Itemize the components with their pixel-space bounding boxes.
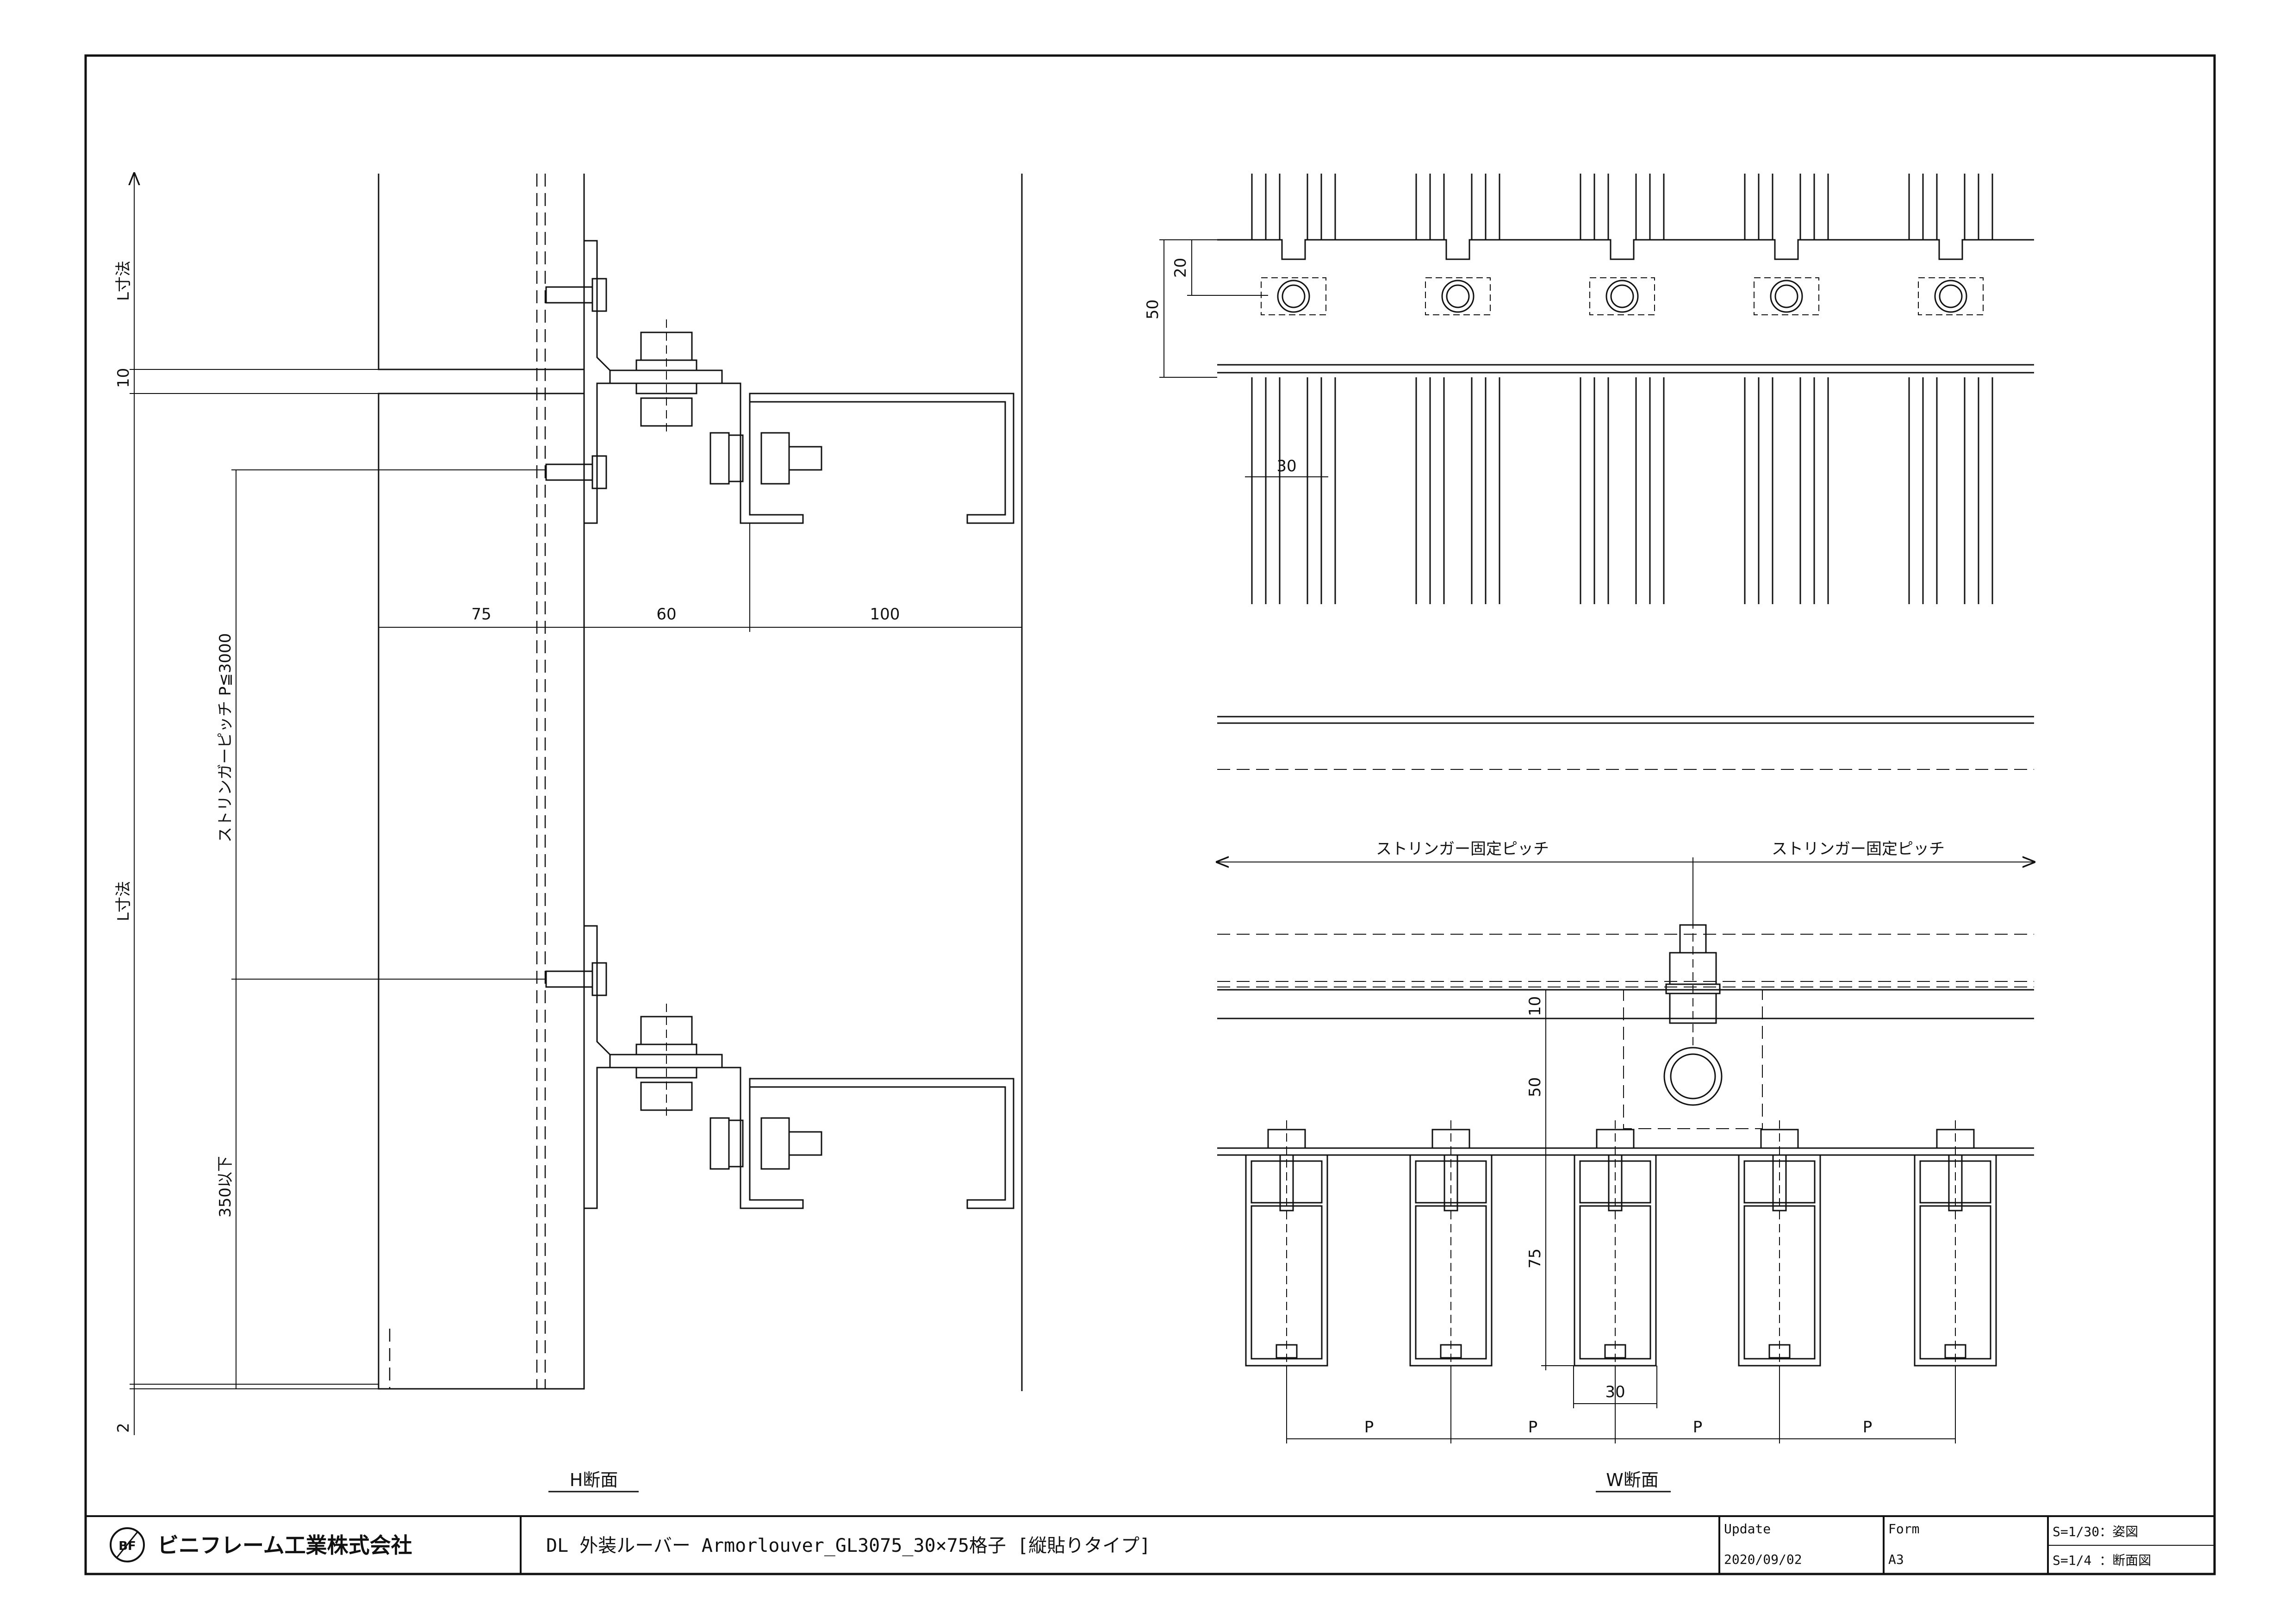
dim-w100: 100 [870, 605, 900, 624]
clip-circle-outer [1441, 280, 1475, 313]
dim-w75: 75 [471, 605, 491, 624]
tube-foot-detail [1768, 1344, 1791, 1359]
w-section-view [1217, 716, 2034, 1156]
dim-75: 75 [1526, 1249, 1544, 1268]
clip-outline [1589, 277, 1655, 315]
dim-50-top: 50 [1144, 300, 1162, 319]
dim-10: 10 [1526, 996, 1544, 1016]
clip-circle-outer [1605, 280, 1639, 313]
dim-end-350: 350以下 [216, 1156, 235, 1218]
elevation-louver-bars [1251, 174, 1993, 604]
elevation-bar-2 [1415, 174, 1500, 604]
h-section-caption: H断面 [570, 1470, 618, 1490]
w-section-dimension-labels: 50 20 30 ストリンガー固定ピッチ ストリンガー固定ピッチ 10 50 7… [1144, 258, 1945, 1437]
form-label: Form [1888, 1521, 1919, 1537]
dim-p3: P [1693, 1418, 1703, 1437]
company-name: ビニフレーム工業株式会社 [157, 1533, 412, 1558]
tube-bolt-shank [1948, 1154, 1963, 1212]
update-label: Update [1724, 1521, 1771, 1537]
company-logo-mark-text: BF [118, 1539, 136, 1553]
clip-outline [1261, 277, 1326, 315]
title-block [86, 1515, 2215, 1574]
dim-20: 20 [1171, 258, 1190, 278]
dim-p4: P [1863, 1418, 1873, 1437]
dim-bottom-2: 2 [114, 1423, 133, 1433]
dim-gap-10: 10 [114, 368, 133, 388]
clip-circle-inner [1939, 284, 1963, 308]
lower-bracket [545, 925, 1014, 1209]
dim-l-top: L寸法 [114, 261, 133, 301]
clip-outline [1754, 277, 1819, 315]
clip-circle-inner [1446, 284, 1470, 308]
tube-bolt-shank [1772, 1154, 1787, 1212]
dim-w60: 60 [656, 605, 676, 624]
w-section-dimensions [1159, 239, 2034, 1443]
section-tube-5 [1914, 1120, 1997, 1370]
dim-30-bottom: 30 [1605, 1383, 1625, 1401]
section-louver-tubes [1245, 1120, 1997, 1370]
tube-foot-detail [1440, 1344, 1462, 1359]
clip-circle-outer [1770, 280, 1803, 313]
w-elevation-view [1217, 239, 2034, 374]
upper-bracket [545, 240, 1014, 524]
company-logo-mark [110, 1527, 145, 1562]
clip-circle-inner [1610, 284, 1634, 308]
section-tube-3 [1574, 1120, 1657, 1370]
tube-bolt-shank [1279, 1154, 1294, 1212]
update-value: 2020/09/02 [1724, 1552, 1802, 1567]
elevation-bar-3 [1580, 174, 1665, 604]
dim-50: 50 [1526, 1077, 1544, 1097]
dim-p1: P [1364, 1418, 1374, 1437]
clip-circle-outer [1277, 280, 1310, 313]
section-tube-1 [1245, 1120, 1328, 1370]
clip-circle-inner [1774, 284, 1798, 308]
tube-foot-detail [1276, 1344, 1298, 1359]
clip-circle-inner [1282, 284, 1306, 308]
dim-pitch-right: ストリンガー固定ピッチ [1772, 840, 1945, 858]
tube-bolt-shank [1444, 1154, 1458, 1212]
clip-outline [1918, 277, 1984, 315]
tube-bolt-shank [1608, 1154, 1623, 1212]
form-value: A3 [1888, 1552, 1904, 1567]
dim-p2: P [1528, 1418, 1538, 1437]
elevation-bar-1 [1251, 174, 1336, 604]
h-section-drawing [378, 174, 1023, 1391]
dim-pitch-left: ストリンガー固定ピッチ [1376, 840, 1549, 858]
clip-circle-outer [1934, 280, 1967, 313]
elevation-bar-5 [1908, 174, 1993, 604]
scale-section: S=1/4 ：断面図 [2053, 1553, 2151, 1568]
elevation-bar-4 [1744, 174, 1829, 604]
tube-foot-detail [1604, 1344, 1626, 1359]
clip-outline [1425, 277, 1491, 315]
sheet-border [84, 54, 2216, 1575]
drawing-title: DL 外装ルーバー Armorlouver_GL3075_30×75格子 [縦貼… [546, 1535, 1151, 1556]
w-section-caption: W断面 [1606, 1470, 1659, 1490]
h-section-dimension-labels: L寸法 10 L寸法 ストリンガーピッチ P≦3000 350以下 2 75 6… [114, 261, 900, 1433]
section-tube-4 [1738, 1120, 1821, 1370]
dim-l-main: L寸法 [114, 881, 133, 921]
tube-foot-detail [1944, 1344, 1966, 1359]
section-tube-2 [1409, 1120, 1493, 1370]
scale-elevation: S=1/30：姿図 [2053, 1524, 2138, 1539]
h-section-dimensions [130, 174, 1022, 1435]
dim-pitch: ストリンガーピッチ P≦3000 [216, 633, 235, 843]
